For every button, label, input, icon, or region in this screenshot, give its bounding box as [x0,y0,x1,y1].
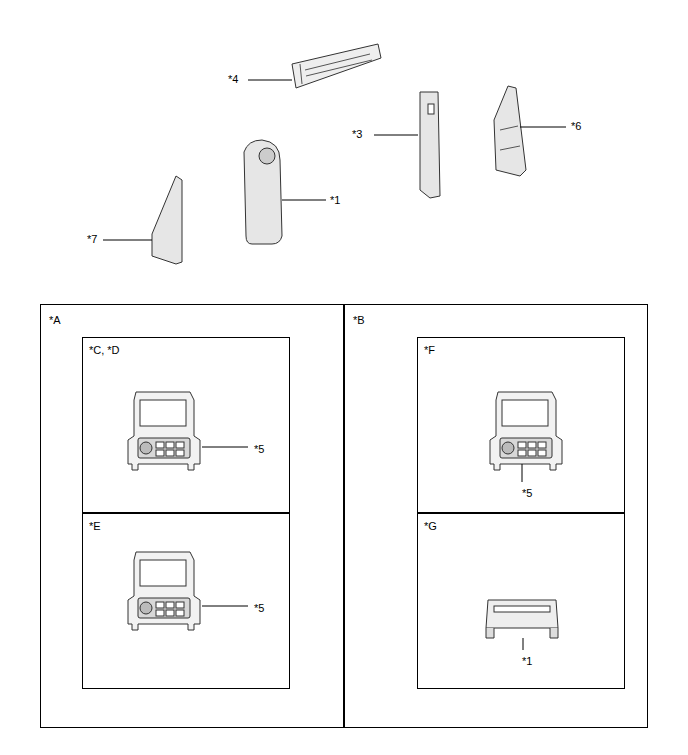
vent-part [292,44,381,88]
callout-number: *4 [227,73,239,85]
leader-lines [103,80,566,650]
side-trim [420,92,440,198]
panel-heading: *B [352,314,366,326]
switch-panel [490,392,562,470]
variant-box: *F *5 [417,337,625,513]
switch-panel [128,392,200,470]
panel-heading: *G [423,520,438,532]
callout-number: *6 [570,120,582,132]
module-part [486,600,558,638]
bracket-part [494,86,526,176]
variant-box: *C, *D *5 [82,337,290,513]
panel-heading: *F [423,344,436,356]
callout-number: *5 [253,602,265,614]
end-panel [152,176,182,264]
pillar-garnish [244,140,282,244]
callout-number: *7 [86,233,98,245]
callout-number: *3 [351,128,363,140]
callout-number: *5 [521,487,533,499]
variant-box: *G *1 [417,513,625,689]
switch-panel [128,552,200,630]
variant-panel: *A *C, *D *5 *E *5 [40,304,344,728]
variant-panel: *B *F *5 *G *1 [344,304,648,728]
variant-box: *E *5 [82,513,290,689]
callout-number: *5 [253,443,265,455]
panel-heading: *A [48,314,62,326]
callout-number: *1 [521,655,533,667]
panel-heading: *C, *D [88,344,121,356]
panel-heading: *E [88,520,102,532]
callout-number: *1 [329,194,341,206]
